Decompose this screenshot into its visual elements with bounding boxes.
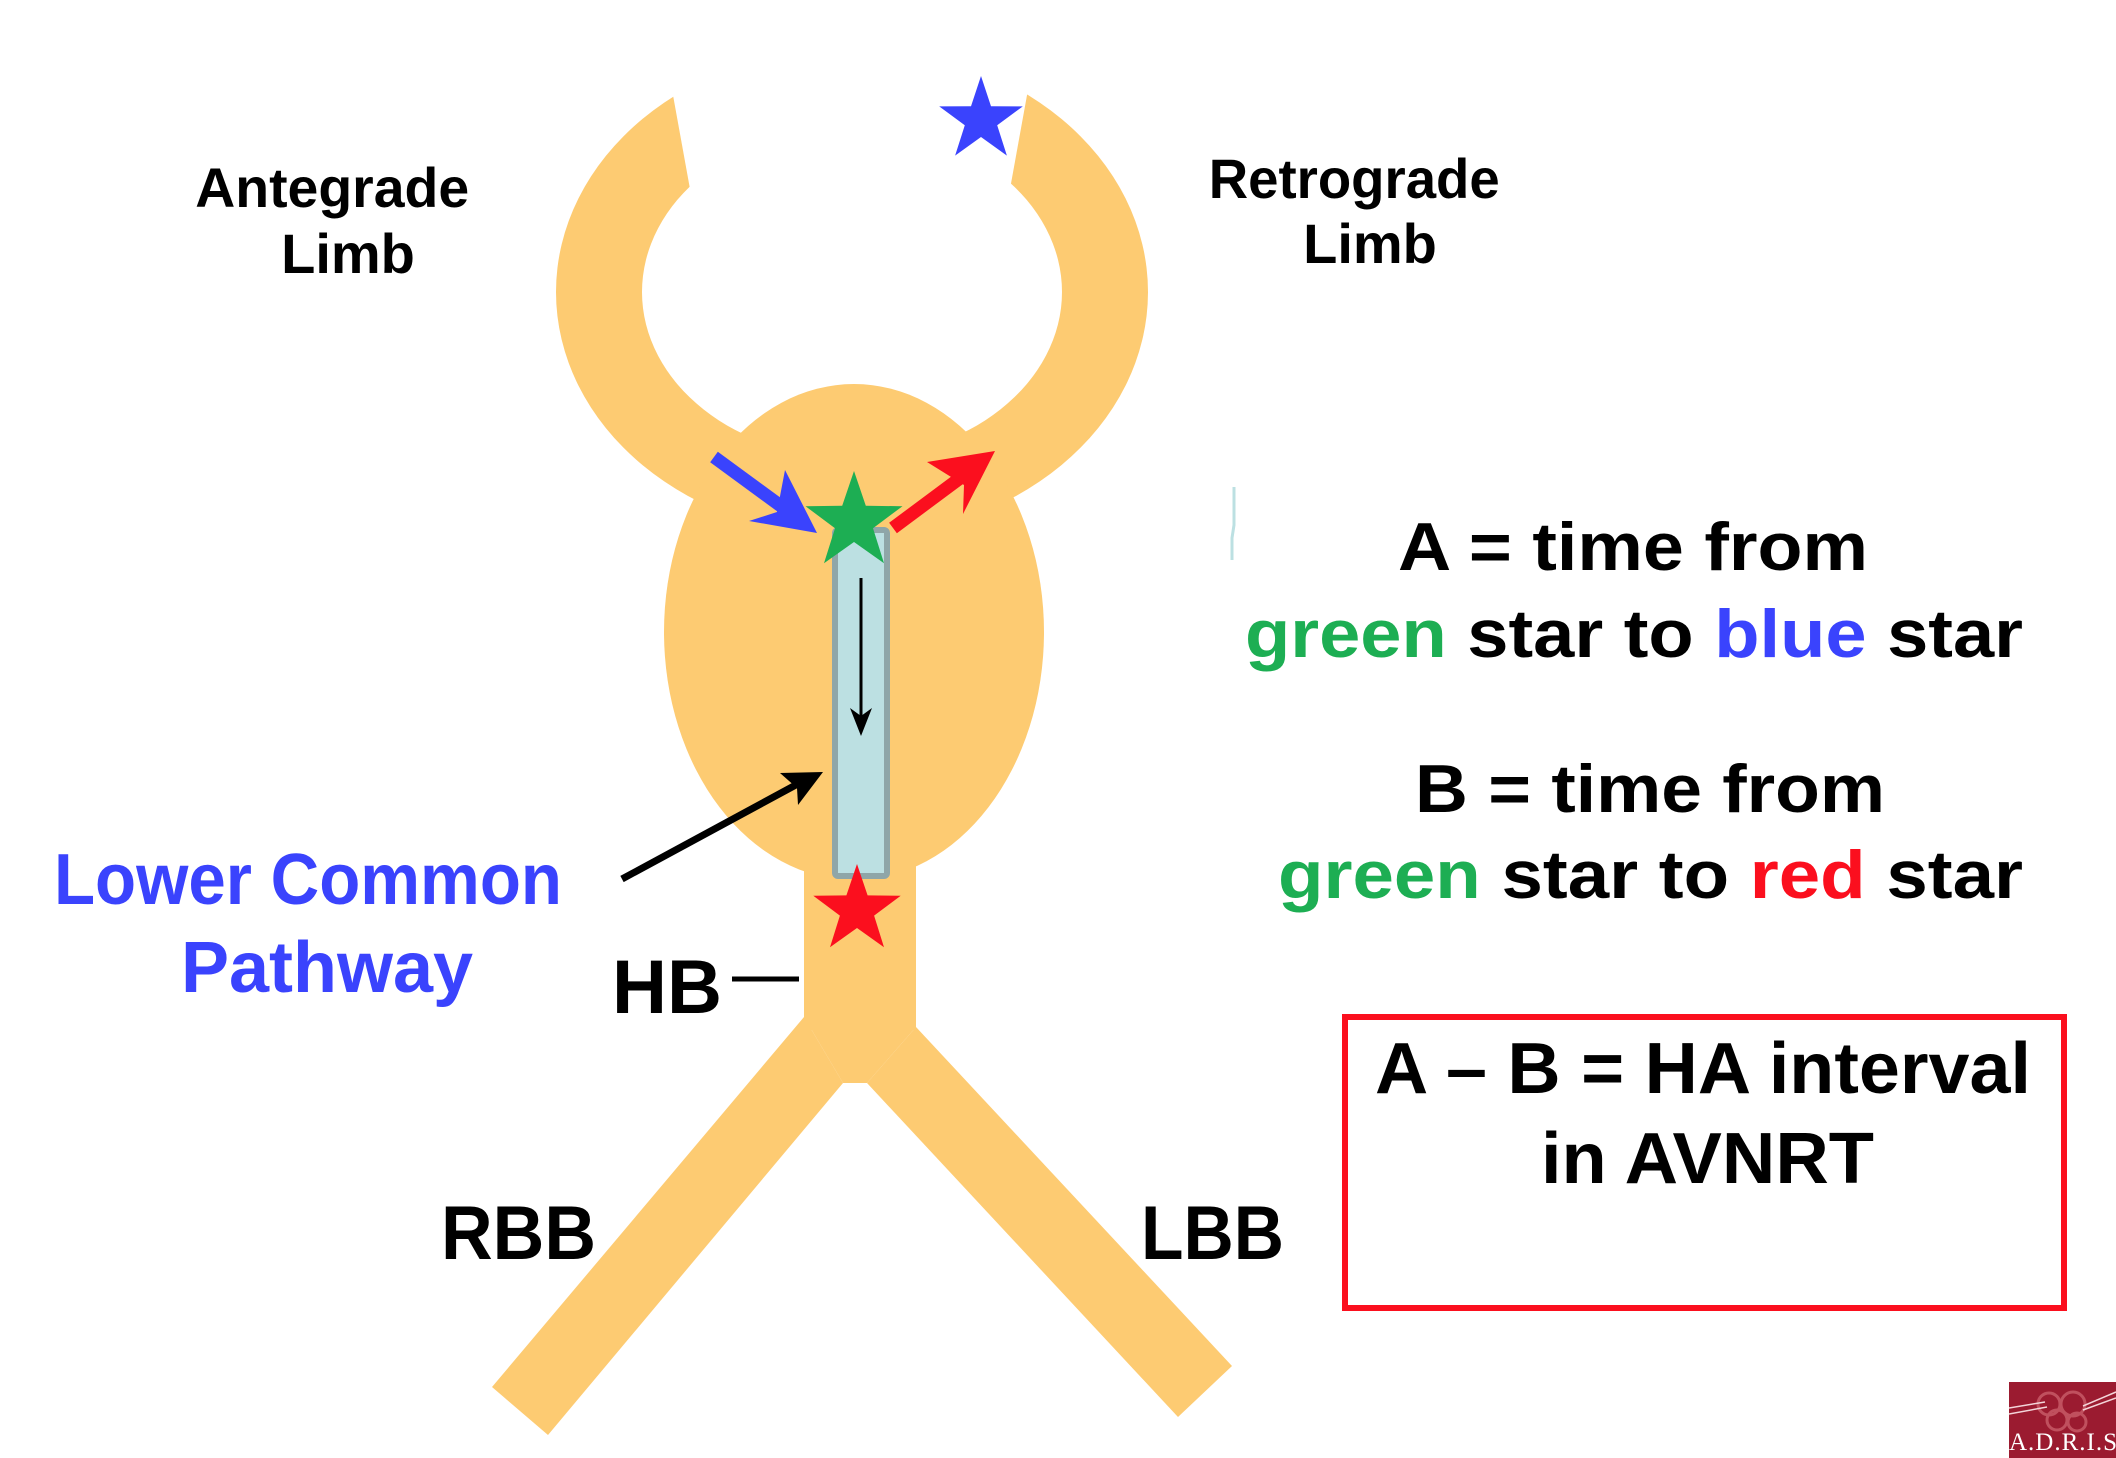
- stray-mark: [1230, 487, 1236, 560]
- lower-common-pathway-label: Lower Common Pathway: [54, 840, 582, 1008]
- right-bundle-branch: [492, 1017, 843, 1435]
- left-bundle-branch: [867, 1027, 1232, 1417]
- definition-a-line1: A = time from: [1398, 509, 1868, 585]
- antegrade-limb-label: Antegrade Limb: [195, 156, 485, 285]
- definition-b-line2: green star to red star: [1278, 837, 2023, 913]
- logo-text: A.D.R.I.S: [2009, 1429, 2116, 1456]
- heart-logo-icon: [2009, 1390, 2116, 1433]
- retrograde-limb-label: Retrograde Limb: [1209, 147, 1516, 275]
- blue-star: [939, 76, 1023, 156]
- definition-b-line1: B = time from: [1415, 751, 1885, 827]
- adris-logo: A.D.R.I.S: [2009, 1382, 2116, 1458]
- result-line2: in AVNRT: [1541, 1119, 1874, 1199]
- result-box: [1342, 1014, 2067, 1311]
- lower-common-pathway-pointer-icon: [620, 772, 823, 883]
- conduction-down-arrow-icon: [850, 578, 872, 736]
- red-star: [813, 864, 901, 948]
- hb-label: HB: [612, 945, 722, 1030]
- his-branch-junction: [804, 1010, 916, 1083]
- retrograde-arrow-icon: [889, 451, 995, 534]
- lbb-label: LBB: [1141, 1191, 1284, 1276]
- antegrade-arrow-icon: [710, 451, 817, 533]
- definition-a-line2: green star to blue star: [1245, 596, 2023, 672]
- limbs-ring: [556, 47, 1148, 537]
- av-node-pathway: [492, 47, 1232, 1435]
- green-star: [805, 471, 903, 564]
- rbb-label: RBB: [441, 1191, 596, 1276]
- result-line1: A – B = HA interval: [1375, 1029, 2031, 1109]
